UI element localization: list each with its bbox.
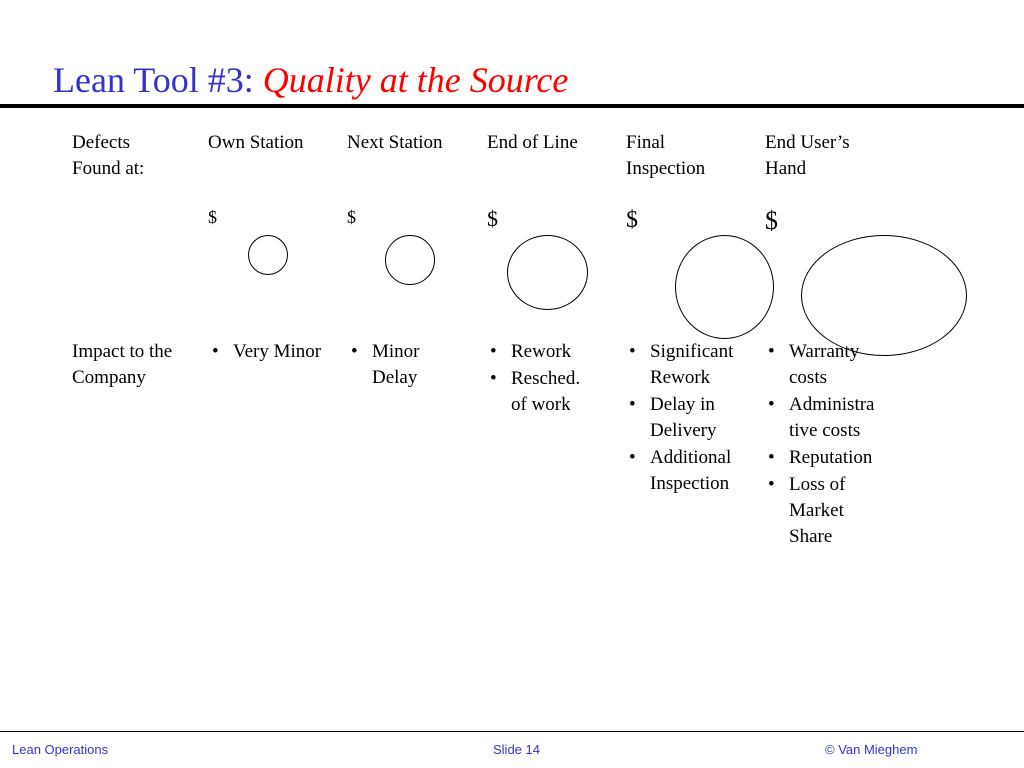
column-header-line1: Next Station	[347, 132, 443, 153]
impact-label-line1: Impact to the	[72, 341, 173, 362]
impact-item-text: Loss of Market Share	[789, 474, 846, 547]
impact-item: Reputation	[766, 445, 884, 471]
impact-item: Rework	[488, 339, 598, 365]
impact-item-text: Significant Rework	[650, 341, 734, 388]
impact-item-text: Additional Inspection	[650, 447, 732, 494]
column-header-line2: Inspection	[626, 158, 706, 179]
impact-item-text: Very Minor	[233, 341, 322, 362]
cost-symbol: $	[626, 207, 638, 233]
footer-course: Lean Operations	[12, 742, 109, 757]
cost-symbol: $	[347, 207, 356, 227]
impact-item: Significant Rework	[627, 339, 757, 391]
cost-symbol: $	[765, 206, 778, 235]
column-header-line1: Own Station	[208, 132, 304, 153]
column-header-line2: Hand	[765, 158, 807, 179]
impact-label-line2: Company	[72, 367, 146, 388]
cost-circle-end-of-line	[507, 235, 588, 310]
impact-item: Loss of Market Share	[766, 472, 884, 550]
column-header-line1: Final	[626, 132, 666, 153]
column-header-next-station: Next Station	[347, 130, 443, 156]
column-header-own-station: Own Station	[208, 130, 304, 156]
cost-circle-next-station	[385, 235, 435, 285]
impact-list-end-users-hand: Warranty costs Administra tive costs Rep…	[766, 339, 884, 551]
footer-slide-number: Slide 14	[493, 742, 540, 757]
column-header-final-inspection: Final Inspection	[626, 130, 705, 182]
impact-item: Administra tive costs	[766, 392, 884, 444]
impact-item: Delay in Delivery	[627, 392, 757, 444]
cost-circle-end-users-hand	[801, 235, 967, 356]
slide-title-prefix: Lean Tool #3:	[53, 60, 263, 100]
title-divider	[0, 104, 1024, 108]
defects-found-label: Defects Found at:	[72, 130, 144, 182]
slide-title: Lean Tool #3: Quality at the Source	[53, 58, 568, 102]
defects-found-label-line2: Found at:	[72, 158, 145, 179]
impact-item-text: Rework	[511, 341, 572, 362]
impact-list-end-of-line: Rework Resched. of work	[488, 339, 598, 419]
impact-item: Very Minor	[210, 339, 330, 365]
footer-divider	[0, 731, 1024, 732]
impact-item: Additional Inspection	[627, 445, 757, 497]
impact-item-text: Delay in Delivery	[650, 394, 717, 441]
impact-item: Minor Delay	[349, 339, 449, 391]
impact-label: Impact to the Company	[72, 339, 172, 391]
impact-item-text: Reputation	[789, 447, 873, 468]
cost-circle-final-inspection	[675, 235, 774, 339]
impact-item-text: Administra tive costs	[789, 394, 875, 441]
impact-list-final-inspection: Significant Rework Delay in Delivery Add…	[627, 339, 757, 498]
column-header-line1: End User’s	[765, 132, 850, 153]
cost-symbol: $	[208, 207, 217, 227]
impact-list-next-station: Minor Delay	[349, 339, 449, 392]
impact-item: Resched. of work	[488, 366, 598, 418]
column-header-end-users-hand: End User’s Hand	[765, 130, 850, 182]
footer-copyright: © Van Mieghem	[825, 742, 918, 757]
cost-circle-own-station	[248, 235, 288, 275]
column-header-line1: End of Line	[487, 132, 578, 153]
defects-found-label-line1: Defects	[72, 132, 131, 153]
cost-symbol: $	[487, 206, 498, 231]
impact-item-text: Minor Delay	[372, 341, 420, 388]
column-header-end-of-line: End of Line	[487, 130, 578, 156]
slide-title-emphasis: Quality at the Source	[262, 60, 569, 100]
impact-item-text: Resched. of work	[511, 368, 581, 415]
impact-list-own-station: Very Minor	[210, 339, 330, 366]
